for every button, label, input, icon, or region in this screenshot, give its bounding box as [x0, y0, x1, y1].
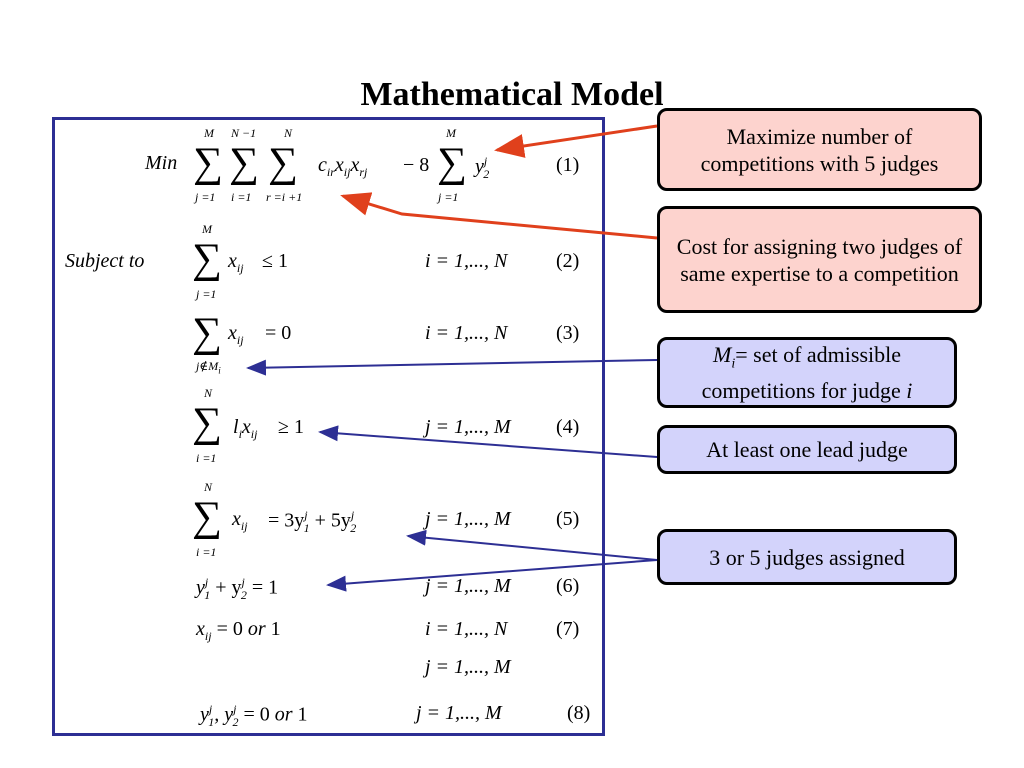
arrow-maximize: [494, 124, 658, 158]
eq-num-7: (7): [556, 618, 580, 640]
objective-y: yj2: [475, 154, 490, 181]
c7-expr: xij = 0 or 1: [196, 618, 281, 643]
slide-title: Mathematical Model: [360, 76, 664, 113]
sum3-top: N: [284, 126, 293, 140]
c8-expr: yj1, yj2 = 0 or 1: [200, 702, 308, 729]
sum4-bot: j =1: [438, 190, 459, 204]
note-judges-assigned: 3 or 5 judges assigned: [657, 529, 957, 585]
c2-range: i = 1,..., N: [425, 250, 508, 272]
c5-bot: i =1: [196, 545, 217, 559]
note-admissible: Mi= set of admissible competitions for j…: [657, 337, 957, 408]
c2-expr: xij: [228, 250, 244, 275]
c2-top: M: [202, 222, 212, 236]
sum3-sigma: ∑: [268, 140, 298, 186]
eq-num-2: (2): [556, 250, 580, 272]
c6-range: j = 1,..., M: [425, 575, 511, 597]
c4-expr: lixij: [233, 416, 258, 441]
sum3-bot: r =i +1: [266, 190, 303, 204]
sum4-sigma: ∑: [437, 140, 467, 186]
min-label: Min: [145, 152, 178, 174]
note-maximize: Maximize number of competitions with 5 j…: [657, 108, 982, 191]
subject-to-label: Subject to: [65, 250, 145, 272]
eq-num-3: (3): [556, 322, 580, 344]
c2-sigma: ∑: [192, 236, 222, 282]
c3-expr: xij: [228, 322, 244, 347]
c4-sigma: ∑: [192, 400, 222, 446]
sum1-bot: j =1: [195, 190, 216, 204]
eq-num-1: (1): [556, 154, 580, 176]
objective-minus: − 8: [403, 154, 430, 176]
note-cost: Cost for assigning two judges of same ex…: [657, 206, 982, 313]
c8-range: j = 1,..., M: [416, 702, 502, 724]
c2-rel: ≤ 1: [262, 250, 288, 272]
c4-top: N: [204, 386, 213, 400]
sum4-top: M: [446, 126, 456, 140]
arrow-assigned-6: [326, 559, 658, 592]
c5-rhs: = 3yj1 + 5yj2: [268, 508, 357, 535]
c5-expr: xij: [232, 508, 248, 533]
c7-range-i: i = 1,..., N: [425, 618, 508, 640]
c4-bot: i =1: [196, 451, 217, 465]
c7-range-j: j = 1,..., M: [425, 656, 511, 678]
c4-range: j = 1,..., M: [425, 416, 511, 438]
sum2-bot: i =1: [231, 190, 252, 204]
sum2-top: N −1: [231, 126, 257, 140]
c3-bot: j∉Mi: [196, 359, 221, 376]
eq-num-6: (6): [556, 575, 580, 597]
arrow-lead-judge: [318, 425, 658, 458]
c4-rel: ≥ 1: [278, 416, 304, 438]
arrow-admissible: [246, 359, 658, 376]
sum1-top: M: [204, 126, 214, 140]
model-box: [52, 117, 605, 736]
c3-range: i = 1,..., N: [425, 322, 508, 344]
arrow-assigned-5: [406, 529, 658, 561]
objective-term: cirxijxrj: [318, 154, 368, 179]
arrow-cost: [340, 192, 658, 240]
sum1-sigma: ∑: [193, 140, 223, 186]
eq-num-4: (4): [556, 416, 580, 438]
c3-rel: = 0: [265, 322, 292, 344]
eq-num-5: (5): [556, 508, 580, 530]
sum2-sigma: ∑: [229, 140, 259, 186]
note-lead-judge: At least one lead judge: [657, 425, 957, 474]
c2-bot: j =1: [196, 287, 217, 301]
eq-num-8: (8): [567, 702, 591, 724]
c6-expr: yj1 + yj2 = 1: [196, 575, 279, 602]
c5-range: j = 1,..., M: [425, 508, 511, 530]
c5-top: N: [204, 480, 213, 494]
c3-sigma: ∑: [192, 310, 222, 356]
c5-sigma: ∑: [192, 494, 222, 540]
